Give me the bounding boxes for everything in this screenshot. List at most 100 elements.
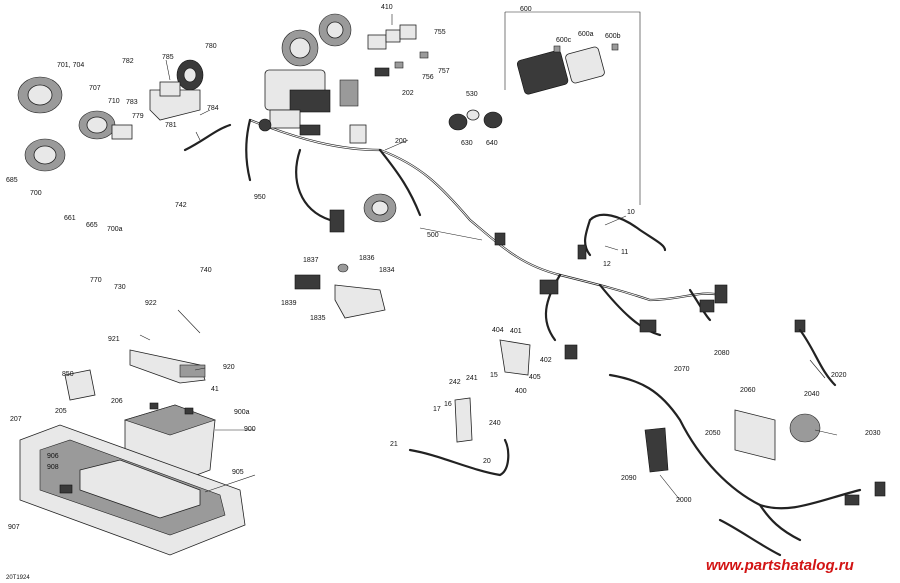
part-callout-404: 404 <box>492 327 504 334</box>
relays-fuses <box>367 24 429 77</box>
part-callout-685: 685 <box>6 177 18 184</box>
ground-cable-20 <box>408 397 510 477</box>
part-callout-784: 784 <box>207 105 219 112</box>
part-number-callouts: 701, 704 707 710 782 785 780 783 779 781 784 685 70… <box>6 4 881 531</box>
part-callout-21: 21 <box>390 441 398 448</box>
main-wiring-harness <box>183 118 728 360</box>
part-callout-530: 530 <box>466 91 478 98</box>
part-callout-780: 780 <box>205 43 217 50</box>
part-callout-740: 740 <box>200 267 212 274</box>
part-callout-1837: 1837 <box>303 257 319 264</box>
part-callout-41: 41 <box>211 386 219 393</box>
part-callout-20: 20 <box>483 458 491 465</box>
part-callout-2080: 2080 <box>714 350 730 357</box>
part-callout-757: 757 <box>438 68 450 75</box>
sensor-500 <box>363 193 397 223</box>
part-callout-950: 950 <box>254 194 266 201</box>
part-callout-2070: 2070 <box>674 366 690 373</box>
part-callout-2000: 2000 <box>676 497 692 504</box>
part-callout-921: 921 <box>108 336 120 343</box>
part-callout-755: 755 <box>434 29 446 36</box>
part-callout-640: 640 <box>486 140 498 147</box>
part-callout-405: 405 <box>529 374 541 381</box>
part-callout-241: 241 <box>466 375 478 382</box>
watermark: www.partshatalog.ru <box>706 557 854 574</box>
engine-sensors-cluster <box>258 13 367 144</box>
part-callout-742: 742 <box>175 202 187 209</box>
part-callout-710: 710 <box>108 98 120 105</box>
part-callout-2030: 2030 <box>865 430 881 437</box>
part-callout-920: 920 <box>223 364 235 371</box>
part-callout-756: 756 <box>422 74 434 81</box>
battery-box-tray <box>19 424 246 556</box>
part-callout-600: 600 <box>520 6 532 13</box>
part-callout-12: 12 <box>603 261 611 268</box>
part-callout-665: 665 <box>86 222 98 229</box>
part-callout-242: 242 <box>449 379 461 386</box>
part-callout-707: 707 <box>89 85 101 92</box>
part-callout-730: 730 <box>114 284 126 291</box>
part-callout-1839: 1839 <box>281 300 297 307</box>
horn-and-bracket <box>149 59 204 121</box>
leader-lines <box>139 14 838 501</box>
headlight-assemblies <box>17 76 133 172</box>
part-callout-770: 770 <box>90 277 102 284</box>
part-callout-1834: 1834 <box>379 267 395 274</box>
part-callout-240: 240 <box>489 420 501 427</box>
part-callout-202: 202 <box>402 90 414 97</box>
part-callout-207: 207 <box>10 416 22 423</box>
part-callout-907: 907 <box>8 524 20 531</box>
part-callout-2090: 2090 <box>621 475 637 482</box>
rear-harness-2000 <box>608 373 886 557</box>
part-callout-905: 905 <box>232 469 244 476</box>
module-2040 <box>734 319 837 461</box>
part-callout-400: 400 <box>515 388 527 395</box>
part-callout-785: 785 <box>162 54 174 61</box>
part-callout-779: 779 <box>132 113 144 120</box>
part-callout-206: 206 <box>111 398 123 405</box>
part-callout-2060: 2060 <box>740 387 756 394</box>
part-callout-700: 700 <box>30 190 42 197</box>
part-callout-410: 410 <box>381 4 393 11</box>
part-callout-900a: 900a <box>234 409 250 416</box>
switch-pair <box>448 109 503 131</box>
instrument-cluster <box>504 11 641 205</box>
part-callout-1836: 1836 <box>359 255 375 262</box>
part-callout-600c: 600c <box>556 37 572 44</box>
part-callout-17: 17 <box>433 406 441 413</box>
part-callout-783: 783 <box>126 99 138 106</box>
part-callout-500: 500 <box>427 232 439 239</box>
part-callout-782: 782 <box>122 58 134 65</box>
holder-850 <box>64 369 96 401</box>
part-callout-2020: 2020 <box>831 372 847 379</box>
part-callout-700a: 700a <box>107 226 123 233</box>
part-callout-402: 402 <box>540 357 552 364</box>
part-callout-10: 10 <box>627 209 635 216</box>
part-callout-11: 11 <box>621 249 628 256</box>
part-callout-906: 906 <box>47 453 59 460</box>
part-callout-600a: 600a <box>578 31 594 38</box>
part-callout-600b: 600b <box>605 33 621 40</box>
part-callout-2040: 2040 <box>804 391 820 398</box>
pedal-sensor <box>294 263 386 319</box>
connector-bracket-400 <box>499 339 531 376</box>
harness-10 <box>577 213 667 260</box>
part-callout-922: 922 <box>145 300 157 307</box>
part-callout-701-704: 701, 704 <box>57 62 84 69</box>
part-callout-630: 630 <box>461 140 473 147</box>
part-callout-2050: 2050 <box>705 430 721 437</box>
part-callout-781: 781 <box>165 122 177 129</box>
part-callout-16: 16 <box>444 401 452 408</box>
part-callout-850: 850 <box>62 371 74 378</box>
part-callout-908: 908 <box>47 464 59 471</box>
part-callout-401: 401 <box>510 328 522 335</box>
part-callout-661: 661 <box>64 215 76 222</box>
part-callout-900: 900 <box>244 426 256 433</box>
part-callout-1835: 1835 <box>310 315 326 322</box>
part-callout-205: 205 <box>55 408 67 415</box>
part-callout-200: 200 <box>395 138 407 145</box>
battery-bracket <box>129 349 206 384</box>
part-callout-15: 15 <box>490 372 498 379</box>
